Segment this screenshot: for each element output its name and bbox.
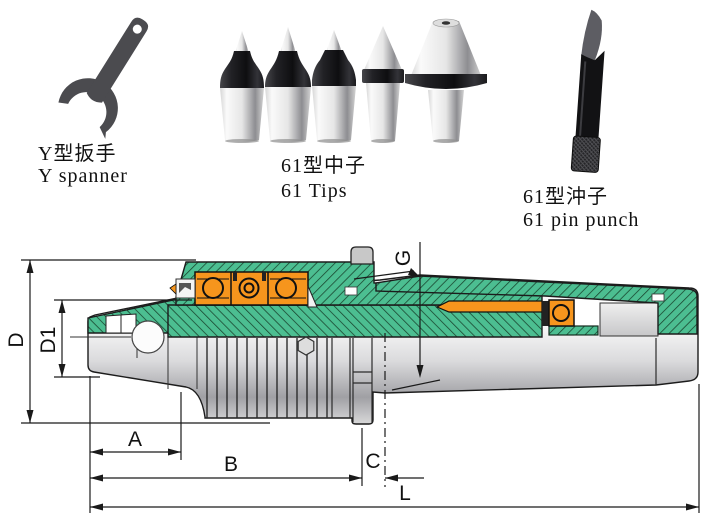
pin-punch-hole xyxy=(131,320,165,354)
spanner-label-en: Y spanner xyxy=(38,165,128,187)
y-spanner-photo xyxy=(58,17,149,139)
tips-label-zh: 61型中子 xyxy=(281,154,366,177)
dim-label-c: C xyxy=(365,450,380,473)
tip-2 xyxy=(265,27,311,143)
dim-label-d: D xyxy=(5,332,28,347)
tips-label-en: 61 Tips xyxy=(281,180,348,202)
flange-lines xyxy=(331,338,657,422)
punch-body xyxy=(575,50,605,140)
spanner-label-zh: Y型扳手 xyxy=(38,142,116,165)
rear-bearing-assembly xyxy=(435,299,575,327)
dimension-arrows xyxy=(26,260,699,511)
taper-shank-section xyxy=(375,275,698,335)
grease-cap xyxy=(350,246,374,265)
taper-key-notch xyxy=(651,293,665,302)
spanner-handle xyxy=(86,17,149,103)
front-bearing-assembly xyxy=(194,271,309,306)
rear-ball xyxy=(552,304,570,322)
cap-notch xyxy=(344,286,358,296)
pin-punch-label-en: 61 pin punch xyxy=(523,209,639,231)
bearing-spacer-wedge xyxy=(307,285,318,308)
cross-section-drawing xyxy=(70,246,699,425)
dim-label-l: L xyxy=(399,482,411,505)
dim-label-b: B xyxy=(224,453,238,476)
punch-bevel-face xyxy=(581,9,602,61)
dim-label-g: G xyxy=(392,250,415,266)
tip-4 xyxy=(362,26,404,143)
tip-5 xyxy=(405,18,487,143)
shank-bore-block xyxy=(599,302,659,337)
rear-housing-step xyxy=(548,325,599,336)
dimension-lines xyxy=(21,242,700,513)
pin-punch-photo xyxy=(570,9,605,173)
tip-3 xyxy=(312,30,356,143)
hex-set-screw xyxy=(297,336,315,356)
dim-label-d1: D1 xyxy=(37,327,60,354)
dim-label-a: A xyxy=(128,428,142,451)
tip-1 xyxy=(220,31,264,143)
tips-photo xyxy=(220,18,487,143)
body-ribs xyxy=(206,338,328,418)
spanner-hole xyxy=(132,24,142,34)
pin-punch-label-zh: 61型沖子 xyxy=(523,185,608,208)
thrust-bearing-inner xyxy=(243,282,255,294)
front-seal xyxy=(169,278,196,299)
ball-bearing-rear xyxy=(275,277,297,299)
ball-bearing-front xyxy=(202,277,224,299)
spanner-jaw xyxy=(58,78,118,139)
punch-knurl-grip xyxy=(570,135,601,173)
